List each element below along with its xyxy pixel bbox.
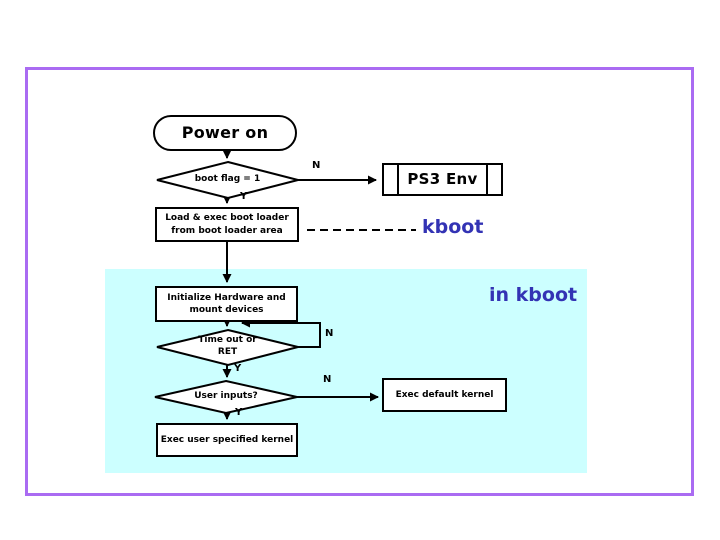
predefined-process-bar-left — [397, 165, 399, 194]
exec-user-label: Exec user specified kernel — [160, 434, 294, 445]
predefined-process-bar-right — [486, 165, 488, 194]
edge-label-timeout-yes: Y — [234, 363, 242, 374]
node-exec-default-kernel: Exec default kernel — [382, 378, 507, 412]
ps3-env-label: PS3 Env — [407, 170, 478, 189]
user-inputs-label: User inputs? — [194, 391, 258, 401]
load-boot-loader-line2: from boot loader area — [171, 225, 283, 236]
decision-timeout — [156, 328, 299, 367]
node-ps3-env: PS3 Env — [382, 163, 503, 196]
exec-default-label: Exec default kernel — [395, 389, 494, 400]
boot-flag-label: boot flag = 1 — [194, 174, 261, 184]
power-on-label: Power on — [181, 123, 269, 143]
arrow-timeout-no-loop — [241, 318, 321, 348]
node-init-hardware: Initialize Hardware and mount devices — [155, 286, 298, 322]
edge-label-user-inputs-no: N — [323, 374, 332, 385]
outer-frame — [25, 67, 694, 496]
edge-label-user-inputs-yes: Y — [235, 407, 243, 418]
timeout-label-line1: Time out or — [198, 335, 257, 345]
timeout-label: Time out or RET — [157, 335, 298, 358]
init-hardware-line1: Initialize Hardware and — [167, 292, 286, 303]
node-load-boot-loader: Load & exec boot loader from boot loader… — [155, 207, 299, 242]
in-kboot-annotation: in kboot — [489, 284, 578, 306]
init-hardware-line2: mount devices — [189, 305, 264, 315]
node-exec-user-kernel: Exec user specified kernel — [156, 423, 298, 457]
decision-user-inputs — [154, 379, 298, 415]
load-boot-loader-line1: Load & exec boot loader — [165, 213, 289, 224]
node-power-on: Power on — [153, 115, 297, 151]
kboot-annotation: kboot — [422, 216, 484, 238]
decision-boot-flag — [156, 160, 299, 200]
edge-label-timeout-no: N — [325, 328, 334, 339]
timeout-label-line2: RET — [217, 346, 238, 357]
edge-label-boot-flag-yes: Y — [240, 191, 248, 202]
edge-label-boot-flag-no: N — [312, 160, 321, 171]
